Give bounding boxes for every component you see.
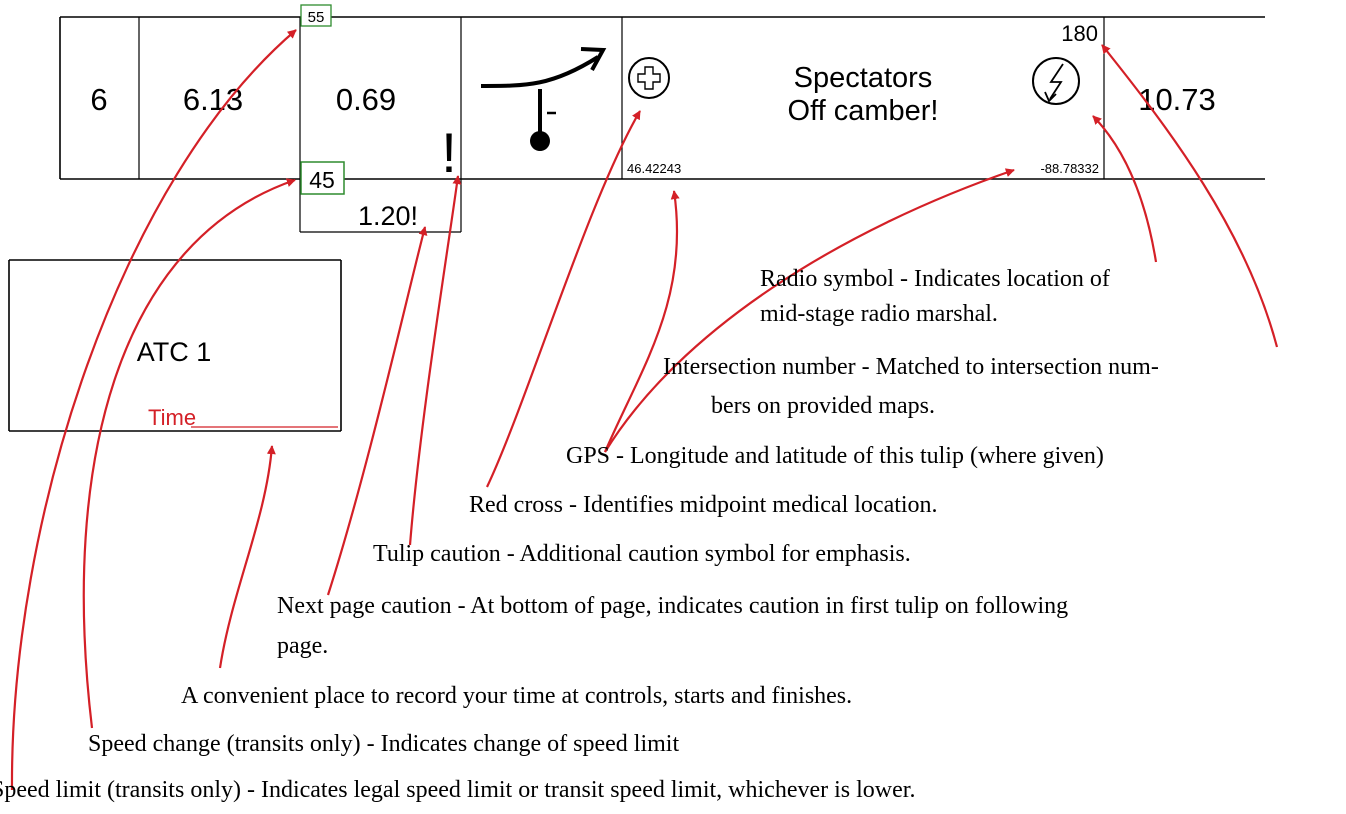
arrow-gps-longitude — [604, 168, 1015, 453]
red-cross-icon — [628, 57, 670, 99]
red-cross-icon-circle — [628, 57, 670, 99]
speed-limit-box — [300, 4, 332, 27]
note-line-1: Spectators — [794, 62, 933, 94]
arrow-intersection-number — [1101, 44, 1279, 348]
intersection-number: 180 — [1061, 21, 1098, 46]
gps-latitude: 46.42243 — [627, 161, 681, 176]
atc-control-box: ATC 1 Time — [8, 259, 342, 432]
time-record-annotation: A convenient place to record your time a… — [181, 683, 853, 709]
tulip-drawing — [480, 47, 607, 151]
tulip-number: 6 — [90, 82, 107, 117]
next-page-annotation-line-1: Next page caution - At bottom of page, i… — [277, 593, 1069, 619]
arrow-gps-latitude — [603, 190, 680, 453]
tulip-start-dot — [530, 131, 550, 151]
tulip-caution-annotation: Tulip caution - Additional caution symbo… — [373, 541, 911, 567]
time-label: Time — [148, 405, 196, 430]
arrow-tulip-caution — [408, 175, 462, 546]
red-cross-icon-cross — [637, 66, 661, 90]
speed-change-value: 45 — [309, 167, 335, 193]
arrow-speed-change — [82, 178, 296, 729]
total-distance: 6.13 — [183, 82, 243, 117]
next-page-annotation-line-2: page. — [277, 633, 329, 659]
gps-longitude: -88.78332 — [1040, 161, 1099, 176]
tulip-route-line — [480, 55, 600, 88]
radio-annotation-line-1: Radio symbol - Indicates location of — [760, 266, 1110, 292]
speed-limit-value: 55 — [308, 9, 325, 26]
arrow-next-page-caution — [326, 226, 428, 596]
arrow-radio-symbol — [1092, 115, 1158, 263]
tulip-direction-arrow — [580, 47, 607, 71]
note-line-2: Off camber! — [788, 95, 939, 127]
radio-icon-bolt-head — [1044, 91, 1057, 103]
arrow-speed-limit — [10, 29, 297, 791]
radio-icon-circle — [1032, 57, 1080, 105]
next-page-caution-value: 1.20! — [358, 201, 418, 231]
next-distance: 10.73 — [1138, 82, 1216, 117]
radio-annotation-line-2: mid-stage radio marshal. — [760, 301, 998, 327]
speed-limit-annotation: Speed limit (transits only) - Indicates … — [0, 777, 916, 803]
radio-icon — [1032, 57, 1080, 105]
interval-distance: 0.69 — [336, 82, 396, 117]
speed-change-box — [300, 161, 345, 195]
atc-title: ATC 1 — [137, 337, 212, 367]
intersection-annotation-line-1: Intersection number - Matched to interse… — [663, 354, 1159, 380]
speed-change-annotation: Speed change (transits only) - Indicates… — [88, 731, 680, 757]
radio-icon-bolt — [1049, 63, 1064, 100]
arrow-red-cross — [486, 110, 641, 488]
intersection-annotation-line-2: bers on provided maps. — [711, 393, 935, 419]
tulip-row: 6 6.13 0.69 ! 55 45 1.20! — [59, 4, 1265, 233]
gps-annotation: GPS - Longitude and latitude of this tul… — [566, 443, 1104, 469]
red-cross-annotation: Red cross - Identifies midpoint medical … — [469, 492, 938, 518]
tulip-caution-mark: ! — [441, 121, 457, 184]
arrow-time-record — [218, 445, 276, 669]
callout-arrows — [10, 29, 1279, 791]
